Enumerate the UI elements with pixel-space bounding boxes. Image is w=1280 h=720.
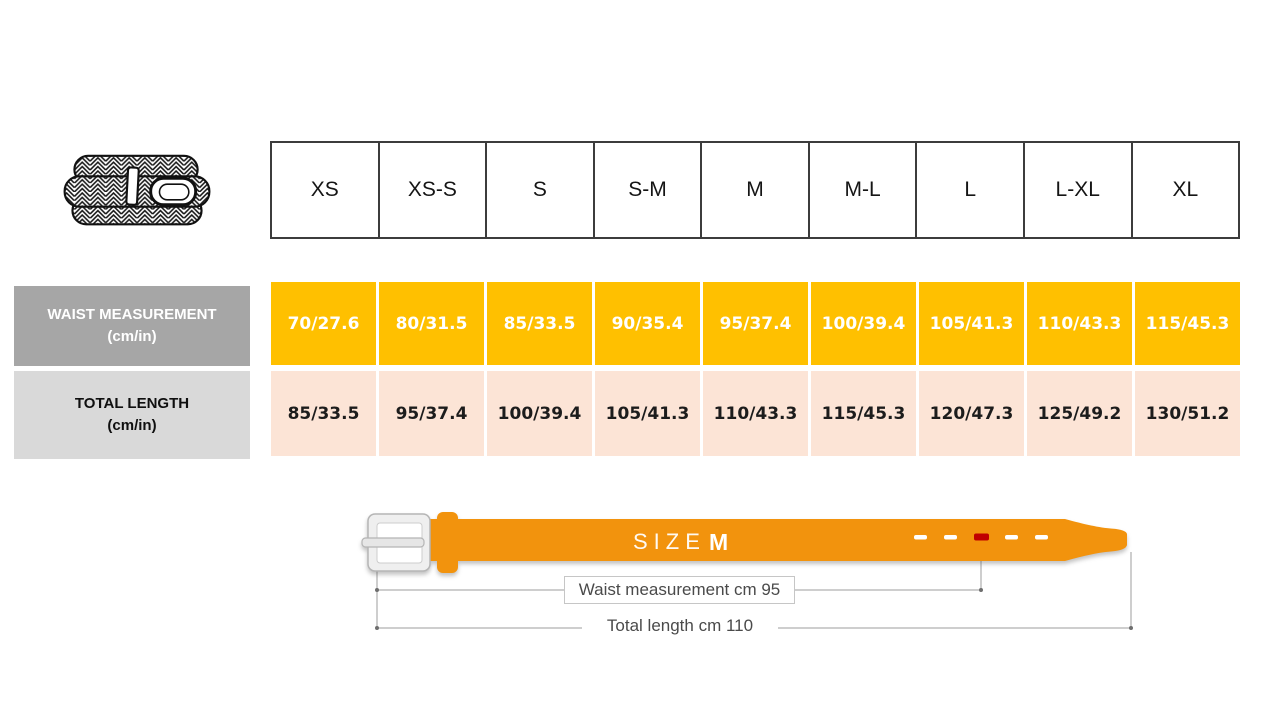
- size-header-l: L: [915, 143, 1023, 237]
- waist-value-m-l: 100/39.4: [811, 282, 916, 365]
- total-length-annotation: Total length cm 110: [582, 613, 778, 639]
- belt-keeper-bar: [125, 166, 140, 206]
- size-header-m-l: M-L: [807, 143, 916, 237]
- braided-belt-icon: [63, 154, 211, 226]
- belt-tip: [1065, 519, 1127, 561]
- belt-keeper: [437, 512, 458, 573]
- length-value-xs-s: 95/37.4: [379, 371, 484, 456]
- length-value-l: 120/47.3: [919, 371, 1024, 456]
- waist-value-s-m: 90/35.4: [595, 282, 700, 365]
- length-value-xl: 130/51.2: [1135, 371, 1240, 456]
- waist-value-l-xl: 110/43.3: [1027, 282, 1132, 365]
- waist-value-m: 95/37.4: [703, 282, 808, 365]
- length-value-s-m: 105/41.3: [595, 371, 700, 456]
- belt-measurement-diagram: SIZE M: [361, 512, 1133, 630]
- waist-value-xs-s: 80/31.5: [379, 282, 484, 365]
- belt-buckle-prong: [361, 537, 425, 548]
- total-length-row-header: TOTAL LENGTH (cm/in): [14, 371, 250, 459]
- belt-size-value: M: [709, 529, 728, 555]
- size-header-m: M: [700, 143, 808, 237]
- waist-values-row: 70/27.6 80/31.5 85/33.5 90/35.4 95/37.4 …: [271, 282, 1240, 365]
- belt-strap: [424, 519, 1065, 561]
- length-values-row: 85/33.5 95/37.4 100/39.4 105/41.3 110/43…: [271, 371, 1240, 456]
- size-header-l-xl: L-XL: [1022, 143, 1131, 237]
- waist-row-label: WAIST MEASUREMENT: [47, 306, 217, 324]
- waist-value-s: 85/33.5: [487, 282, 592, 365]
- length-row-unit: (cm/in): [107, 417, 157, 434]
- dimension-end-dots: [375, 588, 1133, 630]
- belt-size-label: SIZE: [633, 529, 706, 554]
- belt-holes: [914, 533, 1048, 541]
- waist-value-xl: 115/45.3: [1135, 282, 1240, 365]
- waist-row-unit: (cm/in): [107, 328, 157, 345]
- size-header-s-m: S-M: [592, 143, 701, 237]
- waist-value-xs: 70/27.6: [271, 282, 376, 365]
- size-header-xl: XL: [1130, 143, 1239, 237]
- belt-buckle-ring: [149, 176, 198, 207]
- length-value-xs: 85/33.5: [271, 371, 376, 456]
- waist-measurement-row-header: WAIST MEASUREMENT (cm/in): [14, 286, 250, 366]
- length-value-s: 100/39.4: [487, 371, 592, 456]
- size-header-xs-s: XS-S: [377, 143, 486, 237]
- waist-measurement-annotation: Waist measurement cm 95: [564, 576, 795, 604]
- selected-hole-marker: [974, 533, 989, 541]
- size-header-xs: XS: [310, 178, 339, 201]
- belt-graphic: [361, 512, 1127, 573]
- size-header-row: XS XS-S S S-M M M-L L L-XL XL: [270, 141, 1240, 239]
- waist-value-l: 105/41.3: [919, 282, 1024, 365]
- length-value-m-l: 115/45.3: [811, 371, 916, 456]
- length-row-label: TOTAL LENGTH: [74, 395, 190, 413]
- size-header-s: S: [485, 143, 593, 237]
- length-value-l-xl: 125/49.2: [1027, 371, 1132, 456]
- length-value-m: 110/43.3: [703, 371, 808, 456]
